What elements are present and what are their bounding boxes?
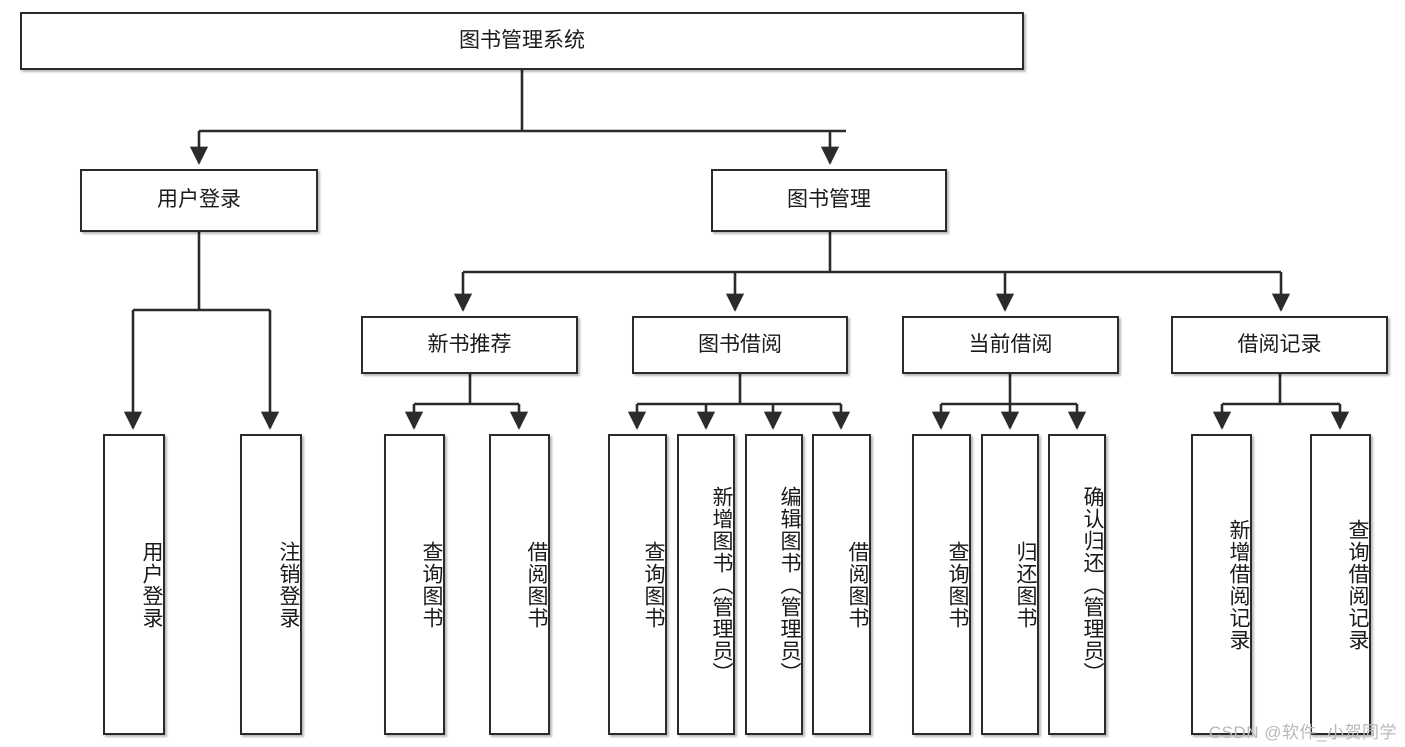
node-leaf-borrow-book-2[interactable]: 借阅图书: [812, 434, 871, 735]
node-leaf-borrow-book-1[interactable]: 借阅图书: [489, 434, 550, 735]
node-leaf-logout[interactable]: 注销登录: [240, 434, 302, 735]
node-borrow-record-label: 借阅记录: [1237, 332, 1322, 356]
node-leaf-query-record[interactable]: 查询借阅记录: [1310, 434, 1371, 735]
node-leaf-borrow-book-2-label: 借阅图书: [846, 540, 869, 629]
node-borrow-record[interactable]: 借阅记录: [1171, 316, 1388, 374]
node-leaf-logout-label: 注销登录: [277, 540, 300, 629]
node-leaf-user-login[interactable]: 用户登录: [103, 434, 165, 735]
node-user-login[interactable]: 用户登录: [80, 169, 318, 232]
node-new-book-recommend[interactable]: 新书推荐: [361, 316, 578, 374]
node-leaf-query-book-1[interactable]: 查询图书: [384, 434, 445, 735]
node-leaf-query-record-label: 查询借阅记录: [1346, 518, 1369, 651]
node-user-login-label: 用户登录: [157, 188, 241, 212]
node-root-label: 图书管理系统: [459, 28, 585, 52]
node-book-borrow[interactable]: 图书借阅: [632, 316, 848, 374]
node-leaf-borrow-book-1-label: 借阅图书: [525, 540, 548, 629]
node-book-manage[interactable]: 图书管理: [711, 169, 947, 232]
node-leaf-query-book-3[interactable]: 查询图书: [912, 434, 971, 735]
node-leaf-add-book[interactable]: 新增图书（管理员）: [677, 434, 735, 735]
node-leaf-query-book-2-label: 查询图书: [642, 540, 665, 629]
node-current-borrow[interactable]: 当前借阅: [902, 316, 1119, 374]
node-leaf-return-book-label: 归还图书: [1014, 540, 1037, 629]
node-leaf-add-record[interactable]: 新增借阅记录: [1191, 434, 1252, 735]
node-leaf-confirm-return-label: 确认归还（管理员）: [1081, 485, 1104, 684]
node-leaf-add-record-label: 新增借阅记录: [1227, 518, 1250, 651]
node-leaf-edit-book[interactable]: 编辑图书（管理员）: [745, 434, 803, 735]
node-leaf-query-book-3-label: 查询图书: [946, 540, 969, 629]
node-leaf-add-book-label: 新增图书（管理员）: [710, 485, 733, 684]
node-new-book-recommend-label: 新书推荐: [427, 332, 512, 356]
node-leaf-user-login-label: 用户登录: [140, 540, 163, 629]
node-book-borrow-label: 图书借阅: [698, 332, 782, 356]
node-leaf-query-book-2[interactable]: 查询图书: [608, 434, 667, 735]
node-book-manage-label: 图书管理: [787, 188, 871, 212]
node-leaf-edit-book-label: 编辑图书（管理员）: [778, 485, 801, 684]
node-root[interactable]: 图书管理系统: [20, 12, 1024, 70]
node-leaf-query-book-1-label: 查询图书: [420, 540, 443, 629]
node-current-borrow-label: 当前借阅: [968, 332, 1053, 356]
node-leaf-return-book[interactable]: 归还图书: [981, 434, 1039, 735]
node-leaf-confirm-return[interactable]: 确认归还（管理员）: [1048, 434, 1106, 735]
